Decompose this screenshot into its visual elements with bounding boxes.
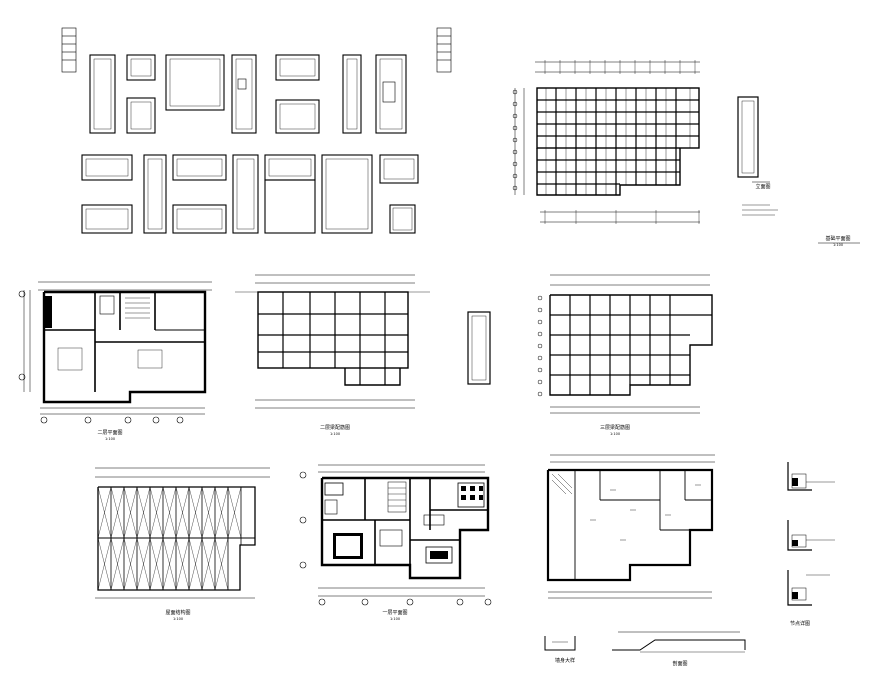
caption-plan-2f: 二层平面图	[97, 430, 122, 436]
slab-panels-row2	[81, 154, 419, 234]
panel-legend-left	[61, 27, 77, 73]
caption-beam-2f: 二层梁配筋图	[320, 424, 350, 431]
caption-roof-frame: 屋面结构图	[165, 609, 190, 616]
caption-section: 剖面图	[672, 660, 687, 667]
floor-plan-1f	[299, 464, 492, 606]
caption-foundation-scale: 1:100	[833, 243, 843, 247]
foundation-plan	[546, 454, 715, 599]
wall-details	[787, 462, 835, 606]
beam-plan-3f	[537, 274, 713, 414]
caption-roof-frame-scale: 1:100	[173, 617, 183, 621]
caption-detail-2: 墙身大样	[555, 657, 575, 664]
beam-plan-2f	[235, 274, 491, 409]
roof-framing-plan	[95, 467, 270, 599]
section-strips	[544, 631, 746, 653]
caption-plan-2f-scale: 1:100	[105, 437, 115, 441]
caption-beam-2f-scale: 1:100	[330, 432, 340, 436]
beam-plan-3f-top	[512, 60, 860, 244]
caption-beam-3f-scale: 1:100	[610, 432, 620, 436]
caption-plan-1f: 一层平面图	[382, 610, 407, 616]
slab-panels-row1	[89, 54, 407, 134]
panel-legend-right	[436, 27, 452, 73]
caption-detail-1: 节点详图	[790, 620, 810, 627]
caption-beam-3f: 三层梁配筋图	[600, 424, 630, 431]
floor-plan-2f	[18, 281, 212, 424]
caption-elev-small: 立面图	[755, 183, 770, 190]
caption-plan-1f-scale: 1:100	[390, 617, 400, 621]
caption-foundation: 基础平面图	[825, 235, 850, 242]
